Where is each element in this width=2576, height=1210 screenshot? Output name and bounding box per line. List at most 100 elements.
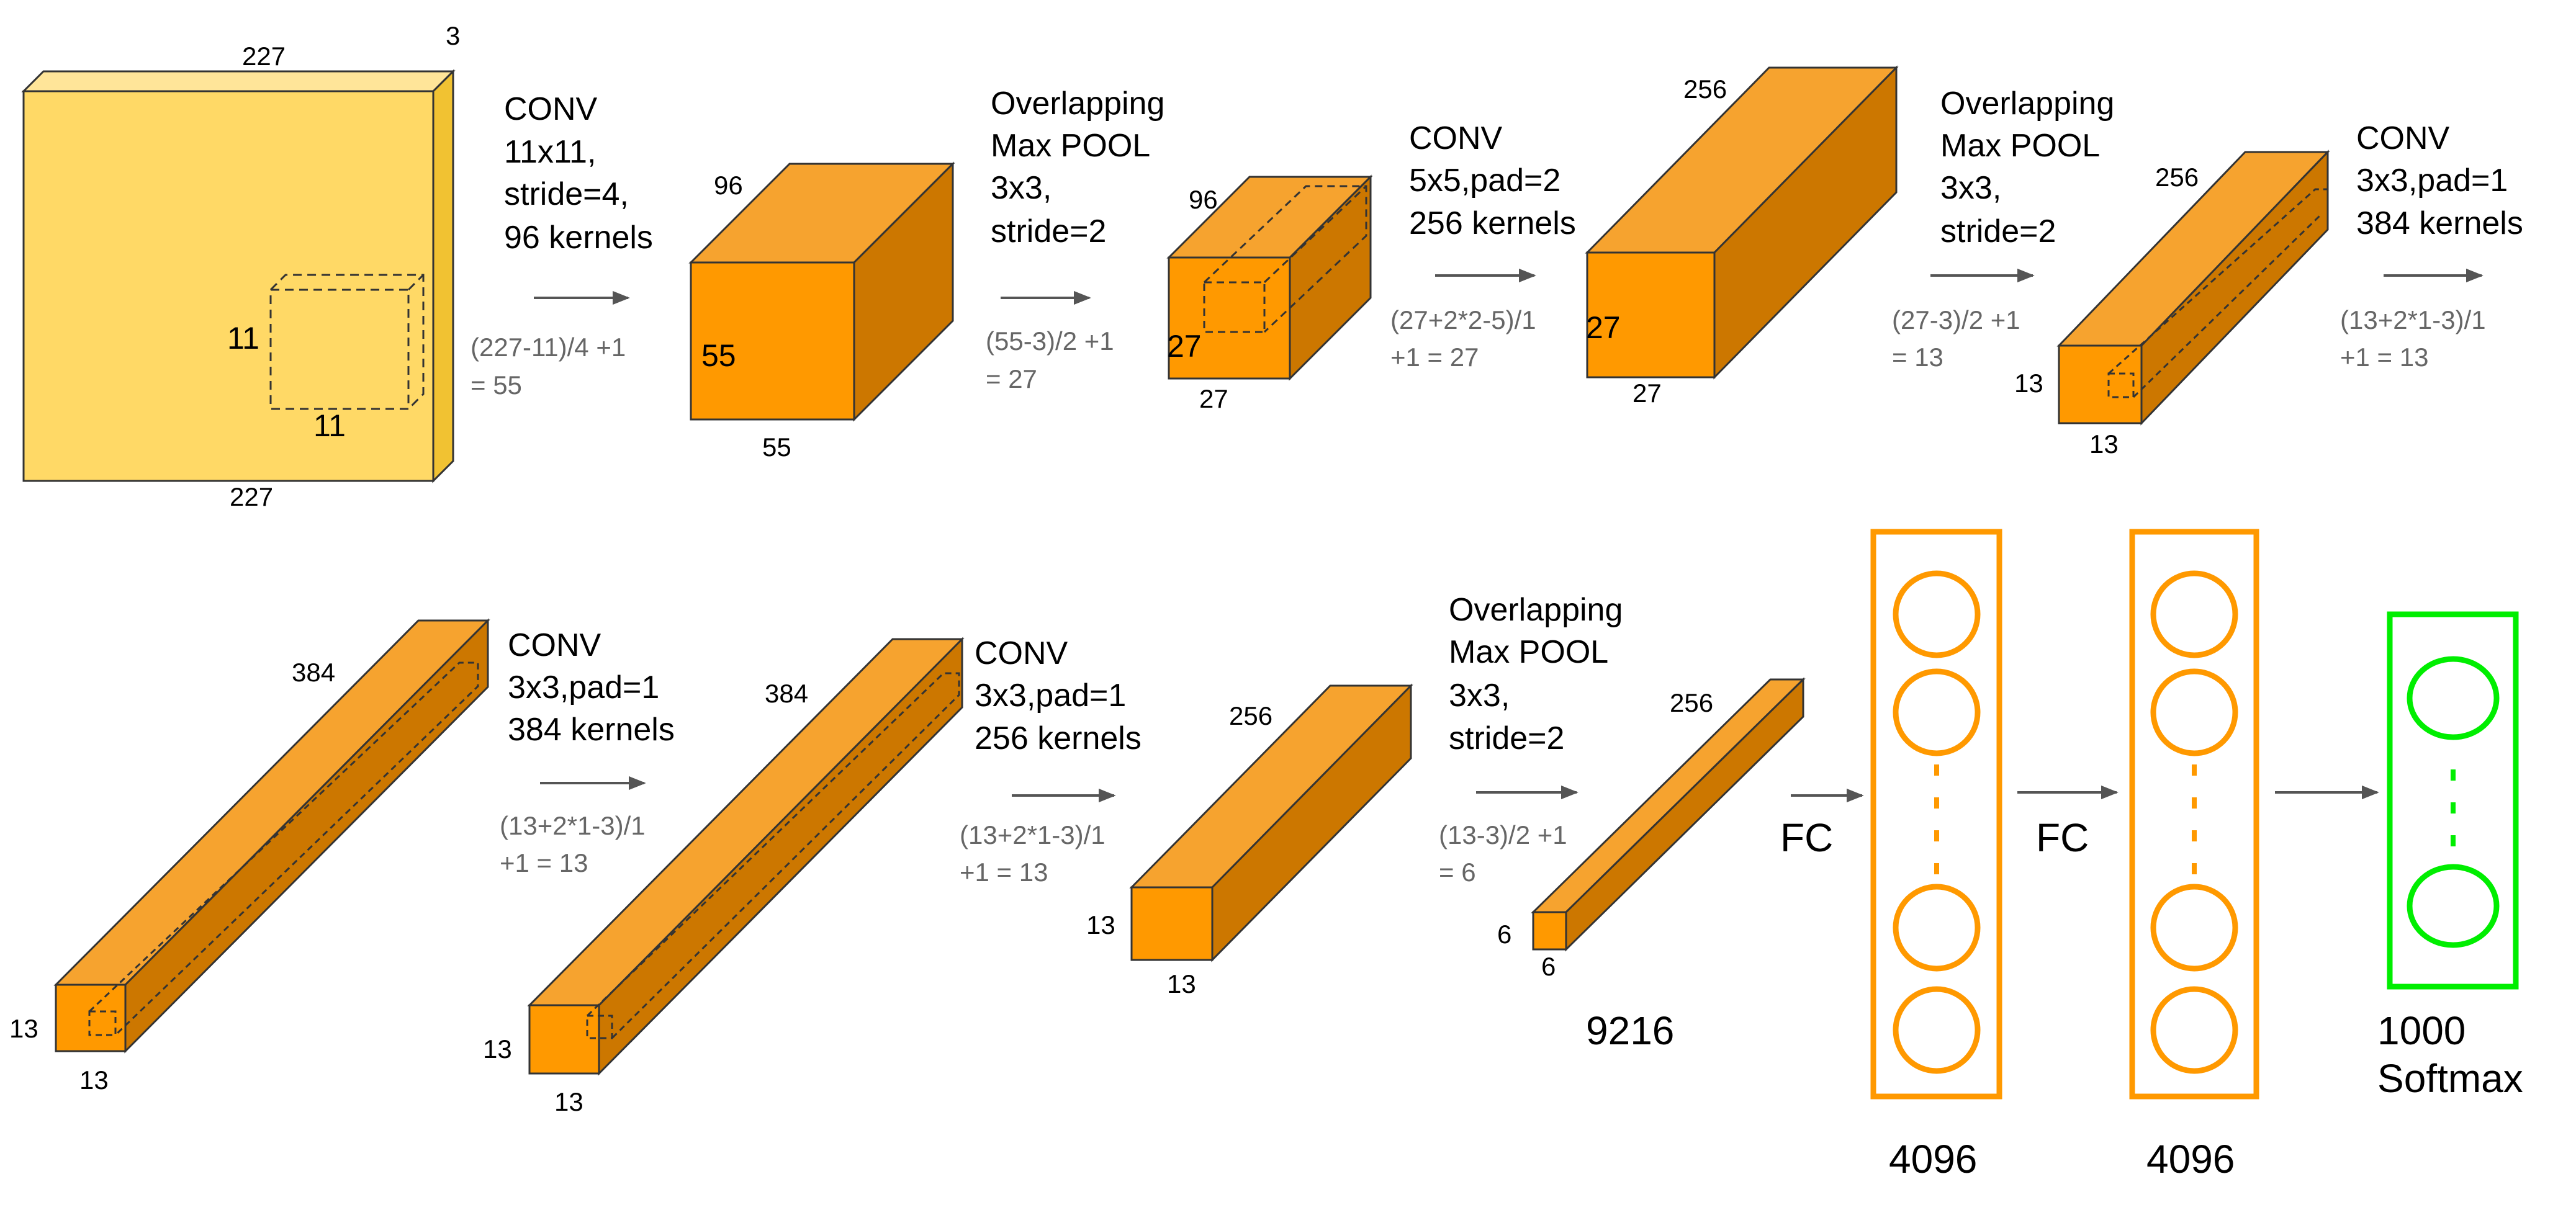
conv2-depth-label: 256 [1683, 74, 1727, 104]
pool2-height-label: 13 [2014, 369, 2043, 398]
svg-text:(13-3)/2 +1: (13-3)/2 +1 [1439, 820, 1567, 849]
conv4-label: CONV 3x3,pad=1 384 kernels [508, 627, 675, 748]
conv4-height-label: 13 [483, 1034, 512, 1064]
svg-text:CONV: CONV [975, 635, 1068, 671]
conv5-width-label: 13 [1167, 969, 1196, 998]
pool3-formula: (13-3)/2 +1 = 6 [1439, 820, 1567, 887]
conv3-formula: (13+2*1-3)/1 +1 = 13 [2340, 305, 2486, 372]
conv4-kernel-window [586, 672, 960, 1039]
svg-text:256 kernels: 256 kernels [1409, 205, 1576, 241]
conv5-depth-label: 256 [1229, 701, 1272, 730]
svg-text:CONV: CONV [2356, 120, 2450, 156]
svg-text:3x3,: 3x3, [1940, 170, 2001, 206]
pool3-output-volume [1531, 677, 1806, 952]
pool3-label: Overlapping Max POOL 3x3, stride=2 [1449, 592, 1623, 756]
pool1-kernel-window [1203, 185, 1367, 333]
conv3-label: CONV 3x3,pad=1 384 kernels [2356, 120, 2523, 241]
input-kernel-h-label: 11 [227, 321, 259, 356]
svg-text:3x3,: 3x3, [1449, 678, 1510, 714]
pool1-depth-label: 96 [1189, 185, 1218, 214]
svg-text:(227-11)/4 +1: (227-11)/4 +1 [471, 333, 626, 362]
pool2-formula: (27-3)/2 +1 = 13 [1892, 305, 2020, 372]
conv3-output-volume [53, 618, 490, 1054]
flatten-size-label: 9216 [1586, 1008, 1674, 1053]
conv2-formula: (27+2*2-5)/1 +1 = 27 [1390, 305, 1536, 372]
svg-text:stride=2: stride=2 [991, 213, 1106, 249]
input-kernel-window [269, 274, 425, 410]
svg-text:= 6: = 6 [1439, 858, 1476, 887]
pool1-height-label: 27 [1167, 329, 1202, 364]
pool1-label: Overlapping Max POOL 3x3, stride=2 [991, 86, 1164, 249]
conv5-formula: (13+2*1-3)/1 +1 = 13 [960, 820, 1106, 887]
svg-text:= 27: = 27 [986, 364, 1037, 393]
svg-text:= 55: = 55 [471, 370, 522, 400]
svg-text:+1 = 13: +1 = 13 [500, 848, 588, 877]
conv2-label: CONV 5x5,pad=2 256 kernels [1409, 120, 1576, 241]
svg-text:5x5,pad=2: 5x5,pad=2 [1409, 163, 1560, 199]
conv4-output-volume [527, 637, 965, 1076]
input-depth-label: 3 [446, 21, 460, 50]
softmax-name-label: Softmax [2377, 1056, 2523, 1101]
circle-neuron-icon [2150, 884, 2238, 972]
fc2-layer [2129, 529, 2259, 1100]
conv1-width-label: 55 [762, 432, 791, 462]
conv2-width-label: 27 [1633, 379, 1662, 408]
pool1-width-label: 27 [1199, 384, 1228, 413]
softmax-size-label: 1000 [2377, 1008, 2466, 1053]
conv1-label: CONV 11x11, stride=4, 96 kernels [504, 91, 653, 256]
circle-neuron-icon [1893, 884, 1981, 972]
circle-neuron-icon [2150, 570, 2238, 658]
svg-text:CONV: CONV [508, 627, 601, 663]
conv1-formula: (227-11)/4 +1 = 55 [471, 333, 626, 400]
fc2-label: FC [2036, 815, 2089, 860]
pool2-depth-label: 256 [2155, 163, 2199, 192]
softmax-layer [2387, 611, 2519, 990]
svg-text:96 kernels: 96 kernels [504, 220, 653, 256]
pool1-formula: (55-3)/2 +1 = 27 [986, 326, 1114, 393]
svg-text:+1 = 13: +1 = 13 [960, 858, 1048, 887]
pool2-kernel-window [2107, 188, 2328, 398]
circle-neuron-icon [2407, 656, 2500, 740]
conv2-height-label: 27 [1586, 310, 1621, 345]
pool3-height-label: 6 [1497, 920, 1511, 949]
svg-text:(13+2*1-3)/1: (13+2*1-3)/1 [960, 820, 1106, 849]
conv1-output-volume [688, 161, 955, 422]
svg-text:3x3,pad=1: 3x3,pad=1 [508, 670, 659, 706]
fc1-layer [1870, 529, 2002, 1100]
pool2-label: Overlapping Max POOL 3x3, stride=2 [1940, 86, 2114, 249]
ellipsis-dots [2192, 764, 2197, 874]
conv5-height-label: 13 [1086, 910, 1115, 939]
ellipsis-dots [1934, 764, 1939, 874]
svg-text:stride=4,: stride=4, [504, 176, 629, 212]
svg-text:(13+2*1-3)/1: (13+2*1-3)/1 [500, 811, 646, 840]
svg-text:stride=2: stride=2 [1449, 720, 1564, 756]
conv3-kernel-window [88, 661, 479, 1036]
circle-neuron-icon [1893, 986, 1981, 1074]
svg-text:3x3,: 3x3, [991, 170, 1052, 206]
svg-text:Overlapping: Overlapping [1940, 86, 2114, 122]
pool2-output-volume [2056, 150, 2330, 426]
input-volume [21, 69, 456, 483]
svg-text:Max POOL: Max POOL [991, 128, 1150, 164]
svg-text:384 kernels: 384 kernels [508, 712, 675, 748]
svg-text:(55-3)/2 +1: (55-3)/2 +1 [986, 326, 1114, 356]
conv4-depth-label: 384 [765, 679, 808, 708]
conv3-height-label: 13 [9, 1014, 38, 1043]
conv5-output-volume [1129, 683, 1413, 962]
svg-text:+1 = 13: +1 = 13 [2340, 343, 2428, 372]
pool3-depth-label: 256 [1670, 688, 1713, 717]
conv1-height-label: 55 [701, 338, 736, 373]
svg-text:stride=2: stride=2 [1940, 213, 2056, 249]
input-kernel-w-label: 11 [313, 408, 346, 443]
circle-neuron-icon [1893, 570, 1981, 658]
svg-text:(27+2*2-5)/1: (27+2*2-5)/1 [1390, 305, 1536, 334]
svg-text:256 kernels: 256 kernels [975, 720, 1142, 756]
conv1-depth-label: 96 [714, 171, 743, 200]
input-height-label: 227 [230, 482, 273, 511]
svg-text:CONV: CONV [504, 91, 598, 127]
conv3-depth-label: 384 [292, 658, 335, 687]
pool2-width-label: 13 [2089, 429, 2119, 459]
conv5-label: CONV 3x3,pad=1 256 kernels [975, 635, 1142, 756]
svg-text:3x3,pad=1: 3x3,pad=1 [975, 678, 1126, 714]
